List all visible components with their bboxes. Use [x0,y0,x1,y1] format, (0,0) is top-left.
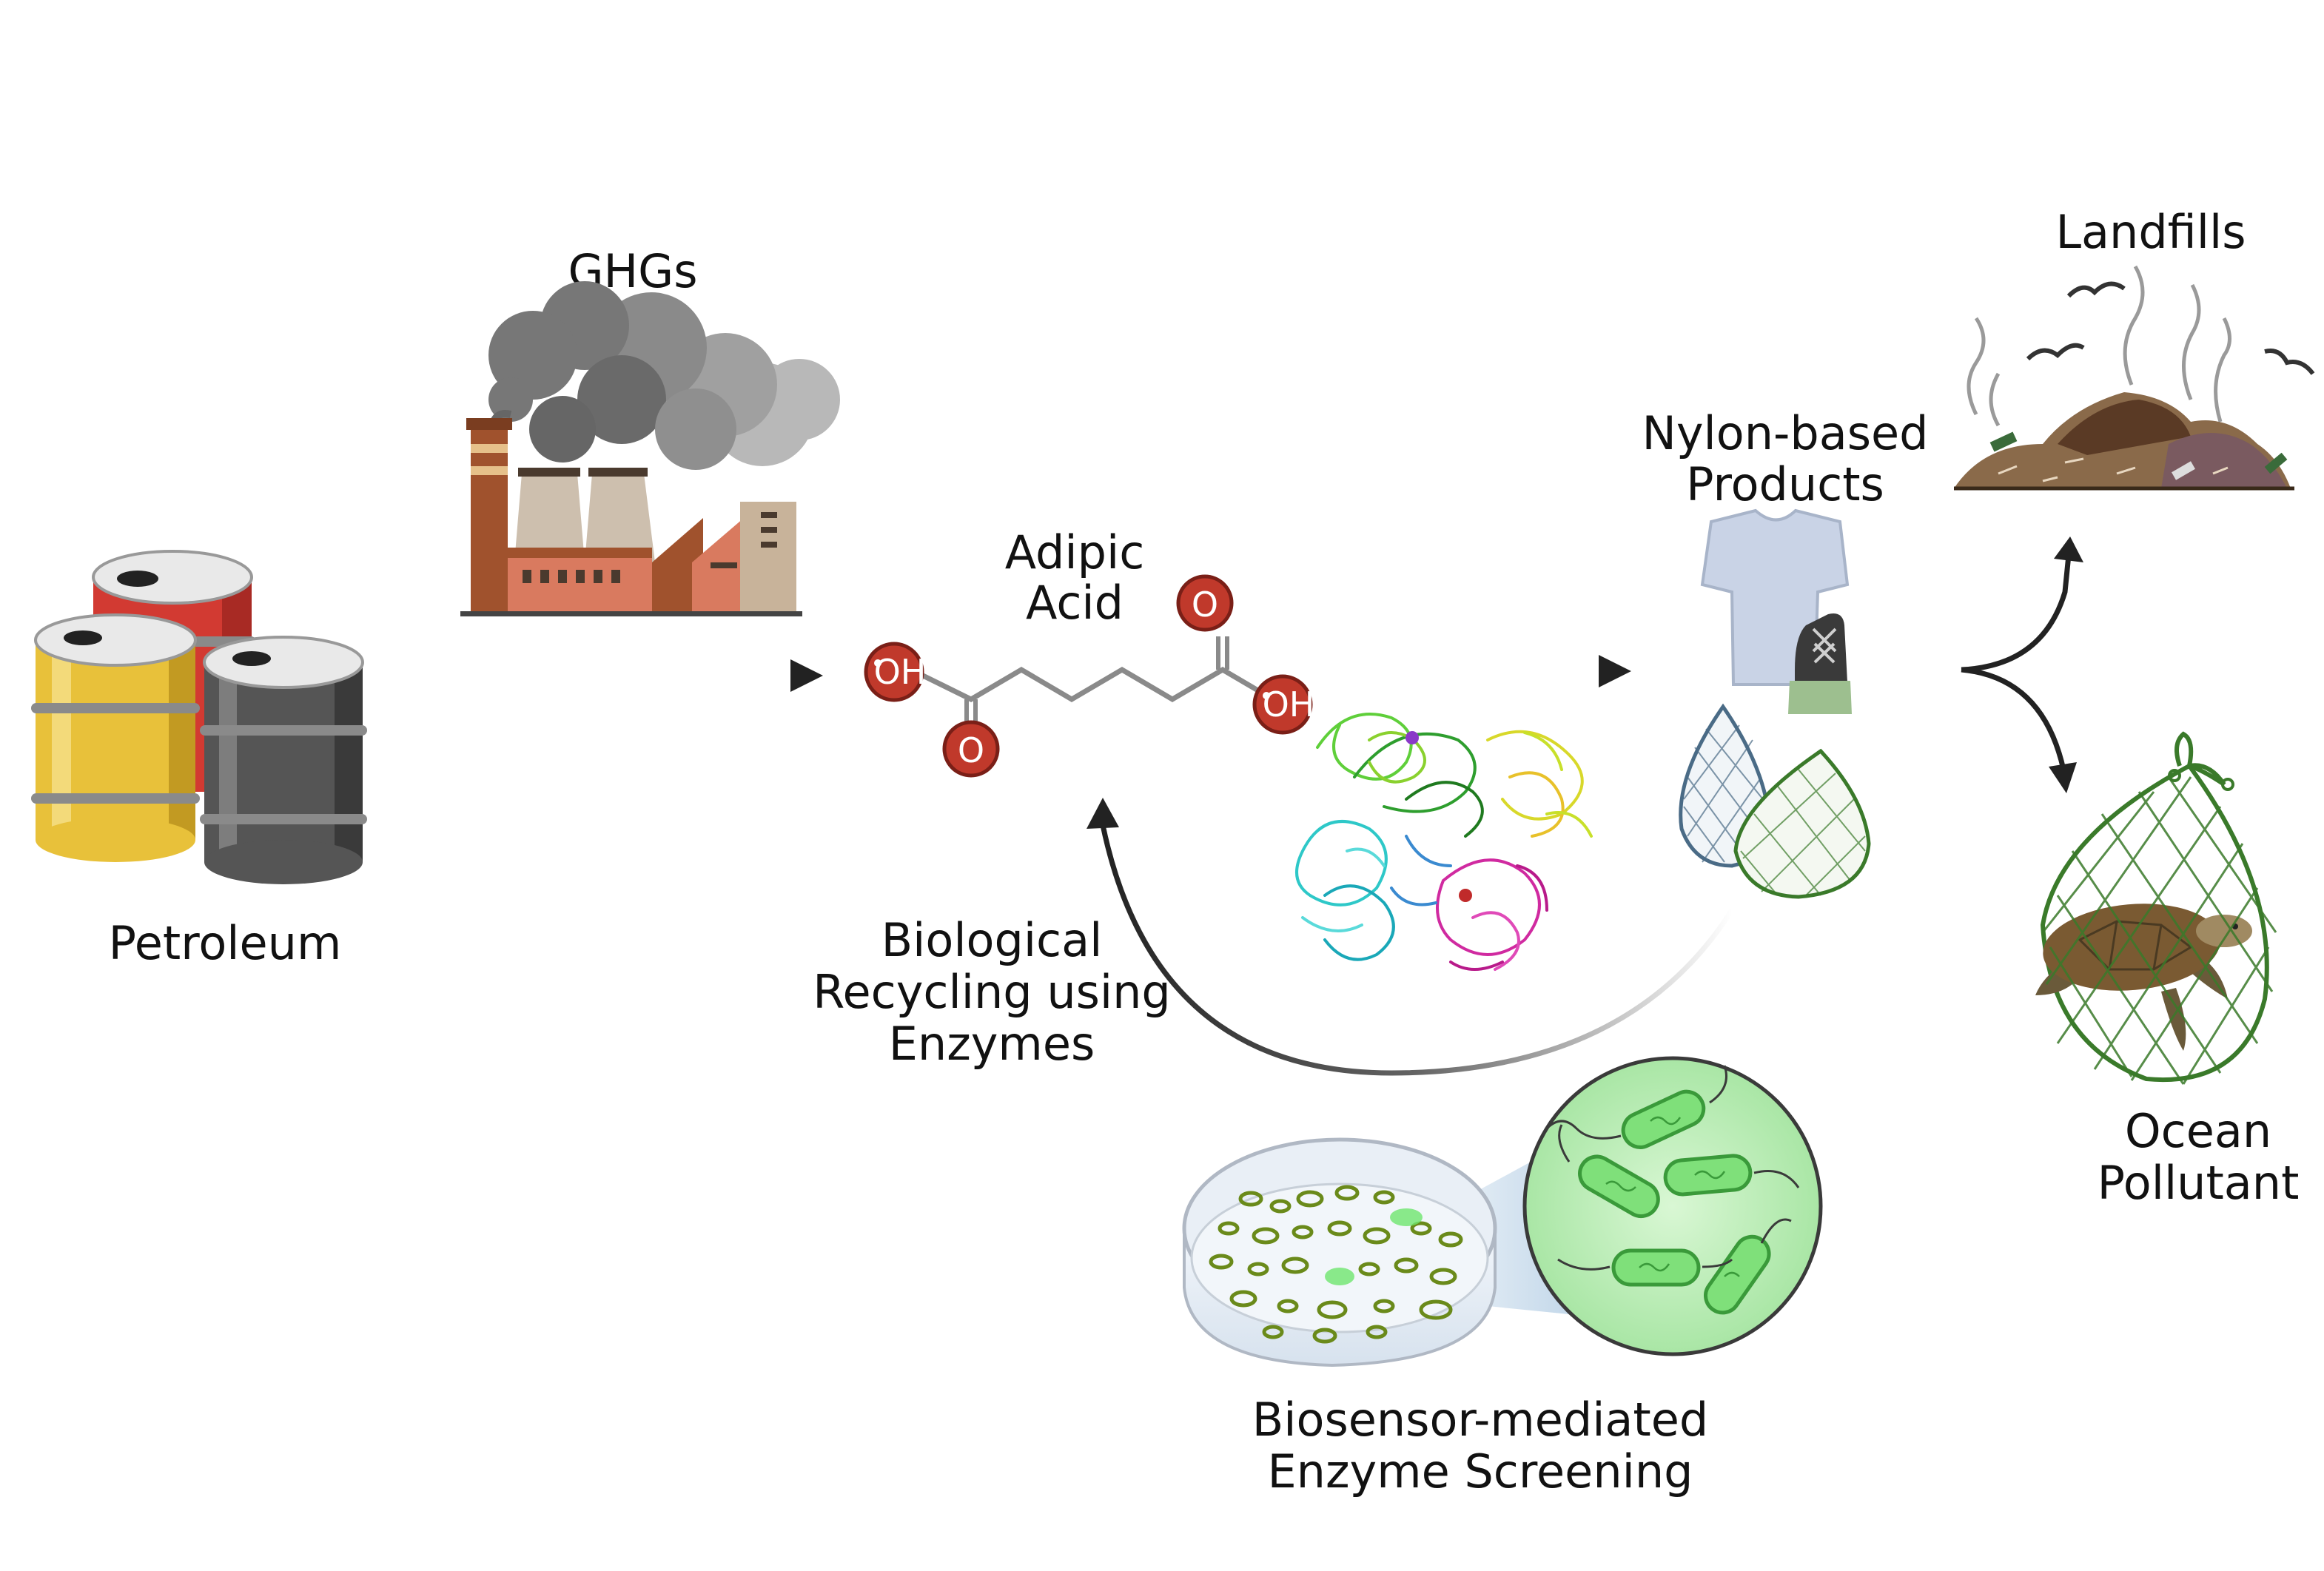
sneaker-icon [1788,613,1852,714]
enzyme-structure-icon [1295,713,1593,971]
arrow-to-landfills [1961,554,2072,673]
oxygen-bottom-atom: O [942,720,1000,778]
biosensor-label-line2: Enzyme Screening [1268,1444,1693,1498]
arrow-to-ocean [1961,667,2066,770]
gray-barrel-icon [200,636,367,884]
ocean-label-line1: Ocean [2125,1104,2271,1158]
magnified-bacteria-icon [1522,1056,1823,1356]
arrowhead-icon [1599,655,1631,687]
nylon-label-line2: Products [1686,457,1884,511]
petroleum-barrels-icon [31,550,367,884]
biosensor-label-line1: Biosensor-mediated [1252,1393,1709,1447]
hydroxyl-right-atom: OH [1252,674,1315,735]
nylon-label-line1: Nylon-based [1642,406,1928,460]
svg-text:OH: OH [1263,684,1315,724]
yellow-barrel-icon [31,613,200,862]
arrowhead-icon [2054,536,2083,562]
arrowhead-icon [790,659,823,692]
recycling-label-line1: Biological [881,913,1103,967]
arrowhead-icon [1087,798,1119,829]
adipic-label-line2: Acid [1026,576,1124,630]
landfill-icon [1954,265,2315,491]
recycling-arrow [1100,824,1734,1076]
arrowhead-icon [2049,762,2077,793]
landfills-label: Landfills [2056,205,2246,259]
hydroxyl-left-atom: OH [864,642,927,702]
factory-icon [460,281,840,616]
recycling-label-line3: Enzymes [889,1017,1095,1071]
oxygen-top-atom: O [1176,574,1234,632]
adipic-label-line1: Adipic [1005,525,1145,579]
smoke-cloud-icon [488,281,840,470]
petroleum-label: Petroleum [109,916,342,970]
recycling-label-line2: Recycling using [813,965,1171,1019]
net-with-turtle-icon [2035,731,2277,1085]
adipic-acid-molecule-icon: OH O O OH [864,574,1315,778]
fishing-net-green-icon [1733,748,1871,899]
ocean-label-line2: Pollutant [2098,1156,2300,1210]
svg-text:O: O [958,730,984,770]
svg-text:O: O [1192,585,1218,625]
svg-text:OH: OH [874,652,927,692]
